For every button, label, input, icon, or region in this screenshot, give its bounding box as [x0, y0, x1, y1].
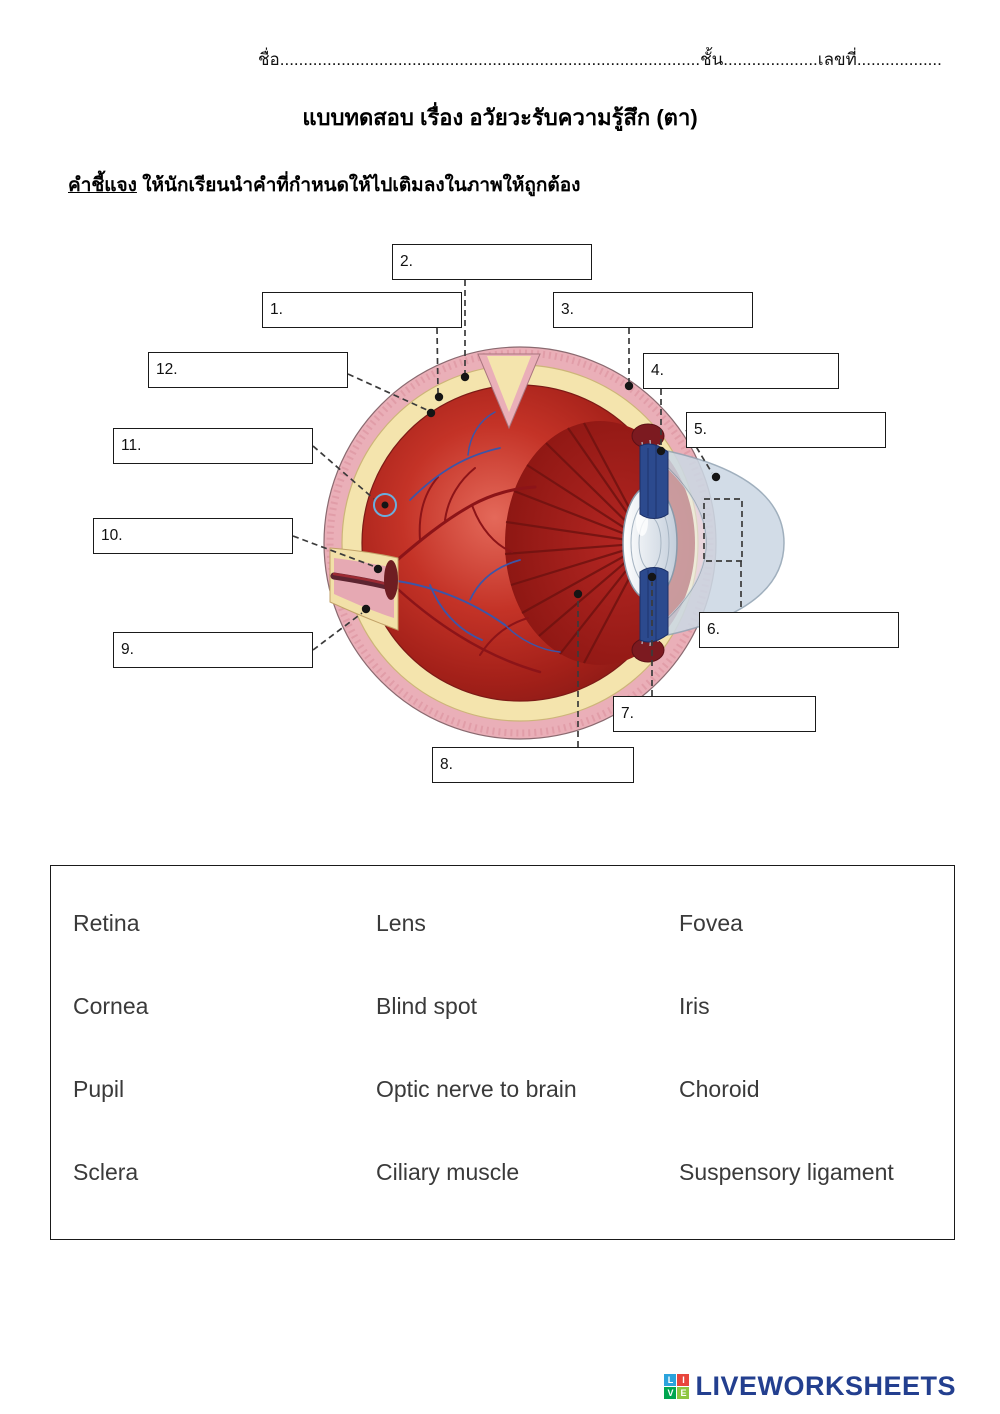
highlight-circle	[373, 493, 397, 517]
answer-box-number: 4.	[651, 362, 664, 379]
answer-box-6[interactable]: 6.	[699, 612, 899, 648]
student-info-line: ชื่อ....................................…	[258, 46, 948, 73]
answer-box-1[interactable]: 1.	[262, 292, 462, 328]
answer-box-number: 10.	[101, 527, 123, 544]
sclera-notch	[477, 353, 541, 430]
word-bank-term: Choroid	[679, 1076, 760, 1102]
anterior-chamber	[642, 446, 706, 640]
answer-box-12[interactable]: 12.	[148, 352, 348, 388]
name-dots: ........................................…	[279, 50, 701, 69]
cornea	[641, 445, 785, 641]
ciliary-muscle-bottom	[631, 637, 665, 663]
number-dots: ..................	[856, 50, 942, 69]
logo-letter-i: I	[677, 1374, 690, 1386]
page-title: แบบทดสอบ เรื่อง อวัยวะรับความรู้สึก (ตา)	[302, 105, 698, 130]
word-bank-term: Suspensory ligament	[679, 1159, 894, 1185]
iris	[639, 443, 669, 643]
word-bank-term: Cornea	[73, 993, 149, 1019]
answer-box-number: 7.	[621, 705, 634, 722]
word-bank-term: Sclera	[73, 1159, 139, 1185]
answer-box-number: 6.	[707, 621, 720, 638]
answer-box-7[interactable]: 7.	[613, 696, 816, 732]
brand-wordmark: LIVEWORKSHEETS	[695, 1371, 956, 1401]
answer-box-number: 2.	[400, 253, 413, 270]
answer-box-4[interactable]: 4.	[643, 353, 839, 389]
ciliary-muscle-top	[631, 423, 665, 449]
answer-box-number: 9.	[121, 641, 134, 658]
answer-box-10[interactable]: 10.	[93, 518, 293, 554]
word-bank-term: Pupil	[73, 1076, 125, 1102]
class-label: ชั้น	[700, 50, 724, 69]
word-bank-term: Iris	[679, 993, 710, 1019]
answer-box-2[interactable]: 2.	[392, 244, 592, 280]
instructions: คำชี้แจง ให้นักเรียนนำคำที่กำหนดให้ไปเติ…	[68, 170, 580, 200]
word-bank: Retina Lens Fovea Cornea Blind spot Iris…	[50, 865, 955, 1240]
optic-nerve	[329, 547, 399, 631]
instructions-text: ให้นักเรียนนำคำที่กำหนดให้ไปเติมลงในภาพใ…	[136, 175, 581, 196]
class-dots: ....................	[723, 50, 818, 69]
answer-box-11[interactable]: 11.	[113, 428, 313, 464]
word-bank-term: Optic nerve to brain	[376, 1076, 577, 1102]
eye-interior	[361, 384, 679, 702]
answer-box-5[interactable]: 5.	[686, 412, 886, 448]
answer-box-number: 3.	[561, 301, 574, 318]
answer-box-number: 12.	[156, 361, 178, 378]
answer-box-number: 8.	[440, 756, 453, 773]
name-label: ชื่อ	[258, 50, 280, 69]
answer-box-3[interactable]: 3.	[553, 292, 753, 328]
optic-disc	[384, 560, 398, 600]
answer-box-9[interactable]: 9.	[113, 632, 313, 668]
logo-letter-e: E	[677, 1387, 690, 1399]
eye-outer-texture	[326, 349, 714, 737]
retina-vessels	[386, 411, 561, 674]
answer-dots	[361, 372, 721, 614]
word-bank-term: Ciliary muscle	[376, 1159, 520, 1185]
word-bank-term: Lens	[376, 910, 426, 936]
word-bank-term: Retina	[73, 910, 140, 936]
liveworksheets-icon: L I V E	[664, 1374, 690, 1399]
word-bank-term: Blind spot	[376, 993, 478, 1019]
lens-fan-region	[504, 421, 695, 665]
answer-box-8[interactable]: 8.	[432, 747, 634, 783]
instructions-lead: คำชี้แจง	[68, 175, 137, 196]
number-label: เลขที่	[817, 50, 857, 69]
eyeball	[323, 346, 785, 740]
eye-sclera	[341, 364, 699, 722]
liveworksheets-logo[interactable]: L I V E LIVEWORKSHEETS	[664, 1371, 956, 1402]
word-bank-term: Fovea	[679, 910, 743, 936]
lens	[622, 485, 678, 601]
connector-lines	[292, 280, 743, 747]
answer-box-number: 1.	[270, 301, 283, 318]
suspensory-ligament-fibers	[641, 439, 661, 647]
logo-letter-l: L	[664, 1374, 677, 1386]
logo-letter-v: V	[664, 1387, 677, 1399]
answer-box-number: 11.	[121, 437, 142, 454]
answer-box-number: 5.	[694, 421, 707, 438]
